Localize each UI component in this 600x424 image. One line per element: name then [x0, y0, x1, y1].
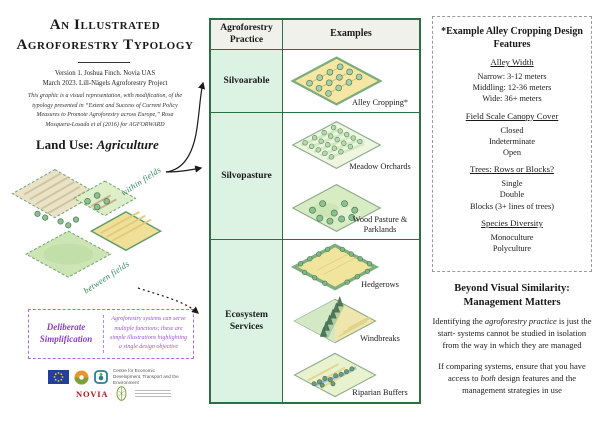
- section-heading: Alley Width: [490, 57, 534, 67]
- partner-logos-row2: NOVIA: [76, 386, 172, 401]
- simplification-divider: [103, 315, 104, 353]
- text: design features and the management strat…: [462, 373, 576, 395]
- design-features-panel: *Example Alley Cropping Design Features …: [432, 16, 592, 272]
- option: Monoculture: [490, 232, 534, 242]
- land-use-label: Land Use:: [36, 137, 94, 152]
- header-agroforestry-practice: Agroforestry Practice: [211, 20, 283, 49]
- simplification-title: Deliberate Simplification: [39, 322, 93, 344]
- example-meadow-orchards: Meadow Orchards: [283, 113, 419, 176]
- page-title-line2: Agroforestry Typology: [16, 36, 194, 53]
- wood-pasture-illustration: [291, 183, 382, 232]
- option: Narrow: 3-12 meters: [477, 72, 547, 81]
- page-title-line1: An Illustrated: [49, 17, 161, 33]
- option: Double: [499, 190, 525, 200]
- example-alley-cropping: Alley Cropping*: [283, 50, 419, 112]
- text-italic: both: [480, 373, 496, 384]
- option: Blocks (3+ lines of trees): [470, 201, 554, 211]
- management-paragraph-1: Identifying the agroforestry practice is…: [430, 316, 594, 351]
- field-cluster-illustration: [11, 168, 163, 278]
- credits-line1: Version 1. Joshua Finch. Novia UAS: [54, 70, 156, 77]
- example-windbreaks: Windbreaks: [283, 294, 419, 348]
- text: is just the start- systems cannot be stu…: [437, 316, 592, 350]
- text: Identifying the: [432, 316, 485, 327]
- management-title-line2: Management Matters: [463, 296, 561, 308]
- leaf-oval-logo: [116, 386, 127, 401]
- meadow-orchards-illustration: [291, 120, 382, 169]
- example-label: Riparian Buffers: [352, 388, 408, 398]
- novia-logo: NOVIA: [76, 388, 109, 399]
- examples-ecosystem-services: Hedgerows: [283, 240, 419, 402]
- page-title: An Illustrated Agroforestry Typology: [8, 16, 202, 55]
- simplification-note: Agroforestry systems can serve multiple …: [109, 316, 187, 351]
- section-heading: Species Diversity: [481, 217, 543, 228]
- option: Wide: 36+ meters: [482, 94, 542, 104]
- example-riparian-buffers: Riparian Buffers: [283, 348, 419, 402]
- section-rows-or-blocks: Trees: Rows or Blocks? Single Double Blo…: [439, 164, 585, 212]
- within-fields-arrow-lower: [165, 165, 203, 173]
- deliberate-simplification-box: Deliberate Simplification Agroforestry s…: [28, 309, 194, 359]
- header-examples: Examples: [283, 20, 419, 49]
- eu-flag-logo: [48, 370, 69, 385]
- option: Closed: [500, 125, 524, 135]
- table-row-silvopasture: Silvopasture: [211, 112, 419, 239]
- text-italic: agroforestry practice: [484, 316, 557, 327]
- example-wood-pasture: Wood Pasture & Parklands: [283, 176, 419, 239]
- hedgerows-illustration: [290, 243, 380, 291]
- option: Indeterminate: [488, 136, 536, 146]
- table-header-row: Agroforestry Practice Examples: [211, 20, 419, 49]
- examples-silvoarable: Alley Cropping*: [283, 50, 419, 112]
- section-heading: Field Scale Canopy Cover: [465, 110, 559, 121]
- ely-centre-logo: [94, 370, 108, 385]
- management-section: Beyond Visual Similarity: Management Mat…: [430, 282, 594, 407]
- practice-silvoarable: Silvoarable: [211, 50, 283, 112]
- partner-smallprint: [135, 388, 172, 399]
- partner-logos-row1: Centre for Economic Development, Transpo…: [48, 368, 183, 387]
- land-use-heading: Land Use: Agriculture: [36, 137, 159, 153]
- option: Single: [501, 179, 523, 189]
- ely-centre-name: Centre for Economic Development, Transpo…: [113, 368, 179, 386]
- leader-circle-logo: [74, 370, 89, 385]
- design-features-title: *Example Alley Cropping Design Features: [441, 26, 583, 50]
- option: Middling: 12-36 meters: [472, 83, 552, 93]
- typology-table: Agroforestry Practice Examples Silvoarab…: [209, 18, 421, 404]
- section-alley-width: Alley Width Narrow: 3-12 meters Middling…: [439, 57, 585, 105]
- option: Polyculture: [492, 243, 532, 253]
- example-hedgerows: Hedgerows: [283, 240, 419, 294]
- example-label: Windbreaks: [360, 334, 400, 344]
- section-heading: Trees: Rows or Blocks?: [470, 164, 554, 175]
- examples-silvopasture: Meadow Orchards Wood Pasture & Parklands: [283, 113, 419, 239]
- windbreaks-illustration: [293, 296, 377, 344]
- management-title-line1: Beyond Visual Similarity:: [454, 283, 570, 294]
- section-canopy-cover: Field Scale Canopy Cover Closed Indeterm…: [439, 111, 585, 159]
- management-paragraph-2: If comparing systems, ensure that you ha…: [430, 361, 594, 396]
- alley-cropping-illustration: [290, 56, 383, 106]
- practice-silvopasture: Silvopasture: [211, 113, 283, 239]
- example-label: Alley Cropping*: [352, 98, 408, 108]
- credits: Version 1. Joshua Finch. Novia UAS March…: [8, 69, 202, 89]
- table-row-ecosystem-services: Ecosystem Services: [211, 239, 419, 402]
- example-label: Wood Pasture & Parklands: [352, 215, 408, 235]
- table-row-silvoarable: Silvoarable: [211, 49, 419, 112]
- example-label: Meadow Orchards: [349, 162, 411, 172]
- text: If comparing systems, ensure that you ha…: [438, 361, 586, 384]
- practice-ecosystem-services: Ecosystem Services: [211, 240, 283, 402]
- riparian-buffers-illustration: [293, 352, 377, 398]
- example-label: Hedgerows: [361, 280, 399, 290]
- title-divider: [78, 62, 130, 63]
- section-species-diversity: Species Diversity Monoculture Polycultur…: [439, 218, 585, 254]
- credits-line2: March 2023. Lill-Nägels Agroforestry Pro…: [42, 79, 168, 87]
- citation-note: This graphic is a visual representation,…: [27, 93, 183, 128]
- land-use-value: Agriculture: [96, 137, 159, 152]
- management-title: Beyond Visual Similarity: Management Mat…: [430, 282, 594, 309]
- option: Open: [503, 147, 521, 157]
